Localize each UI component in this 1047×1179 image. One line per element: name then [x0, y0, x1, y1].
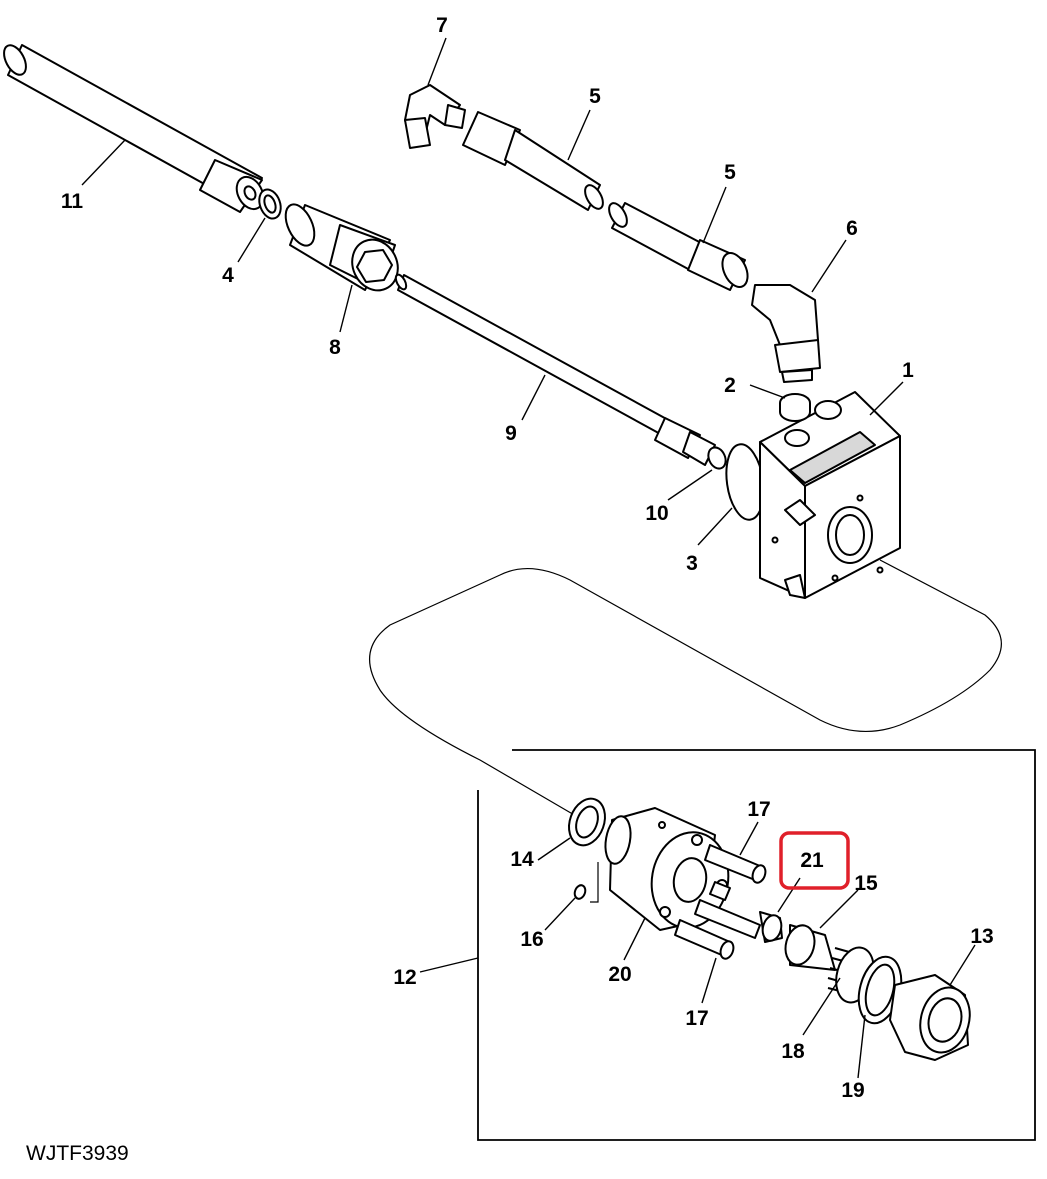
- part-7-elbow: [404, 84, 466, 149]
- callout-10: 10: [645, 502, 668, 525]
- callout-16: 16: [520, 928, 543, 951]
- callout-21-highlight: [779, 831, 850, 890]
- callout-1: 1: [902, 359, 914, 382]
- callout-3: 3: [686, 552, 698, 575]
- part-2-plug: [779, 393, 811, 422]
- part-15-poppet: [784, 924, 836, 971]
- part-19-oring: [857, 955, 903, 1025]
- callout-7: 7: [436, 14, 448, 37]
- detail-pointer-outline: [369, 559, 1002, 831]
- part-16-ring: [573, 884, 587, 900]
- callout-labels: 7 5 5 6 11 4 8 9 2 1 10 3 14 16 17 17 20…: [61, 14, 994, 1102]
- callout-21: 21: [800, 849, 824, 872]
- figure-code: WJTF3939: [26, 1142, 129, 1165]
- callout-20: 20: [608, 963, 631, 986]
- callout-17: 17: [747, 798, 770, 821]
- callout-5: 5: [724, 161, 736, 184]
- callout-4: 4: [222, 264, 234, 287]
- part-9-line: [394, 273, 716, 466]
- part-6-elbow: [751, 284, 821, 383]
- part-10-oring: [707, 446, 727, 470]
- part-17-bolts: [674, 844, 767, 960]
- callout-12: 12: [393, 966, 416, 989]
- callout-6: 6: [846, 217, 858, 240]
- part-13-cap: [889, 974, 971, 1061]
- callout-5: 5: [589, 85, 601, 108]
- part-14-oring: [568, 797, 606, 847]
- callout-17: 17: [685, 1007, 708, 1030]
- callout-19: 19: [841, 1079, 864, 1102]
- callout-18: 18: [781, 1040, 805, 1063]
- callout-8: 8: [329, 336, 341, 359]
- callout-2: 2: [724, 374, 736, 397]
- callout-9: 9: [505, 422, 517, 445]
- part-4-oring: [258, 188, 282, 220]
- part-21-fitting: [759, 911, 783, 943]
- leader-lines: [81, 37, 976, 1079]
- callout-13: 13: [970, 925, 993, 948]
- part-11-tube: [3, 44, 265, 213]
- callout-11: 11: [61, 190, 84, 213]
- callout-15: 15: [854, 872, 878, 895]
- part-1-valve-body: [759, 391, 901, 599]
- part-5-tube-lower: [608, 202, 749, 291]
- part-5-tube-upper: [462, 111, 604, 211]
- callout-14: 14: [510, 848, 534, 871]
- detail-frame: [477, 749, 1036, 1141]
- part-8-coupling: [284, 203, 399, 292]
